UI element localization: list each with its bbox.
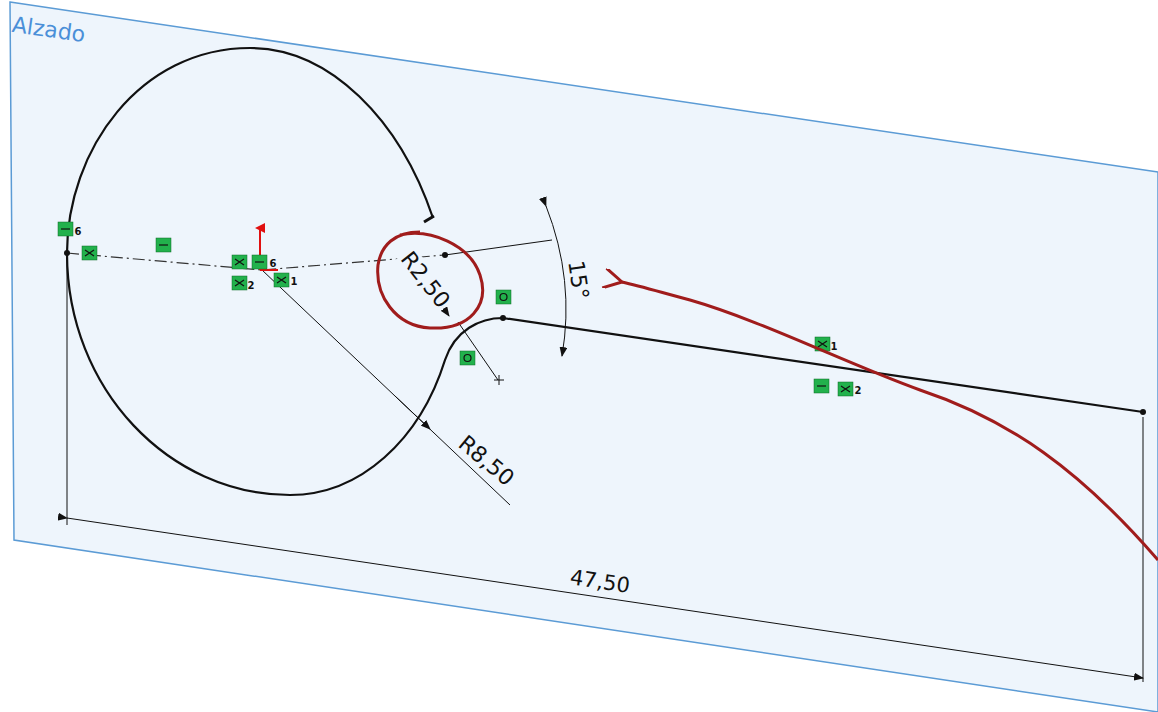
- relation-count: 2: [855, 386, 862, 396]
- relation-count: 1: [831, 342, 838, 352]
- relation-count: 2: [248, 281, 255, 291]
- relation-count: 6: [75, 227, 82, 237]
- relation-count: 6: [270, 259, 277, 269]
- angle-dimension: 15°: [564, 259, 591, 301]
- relation-count: 1: [291, 277, 298, 287]
